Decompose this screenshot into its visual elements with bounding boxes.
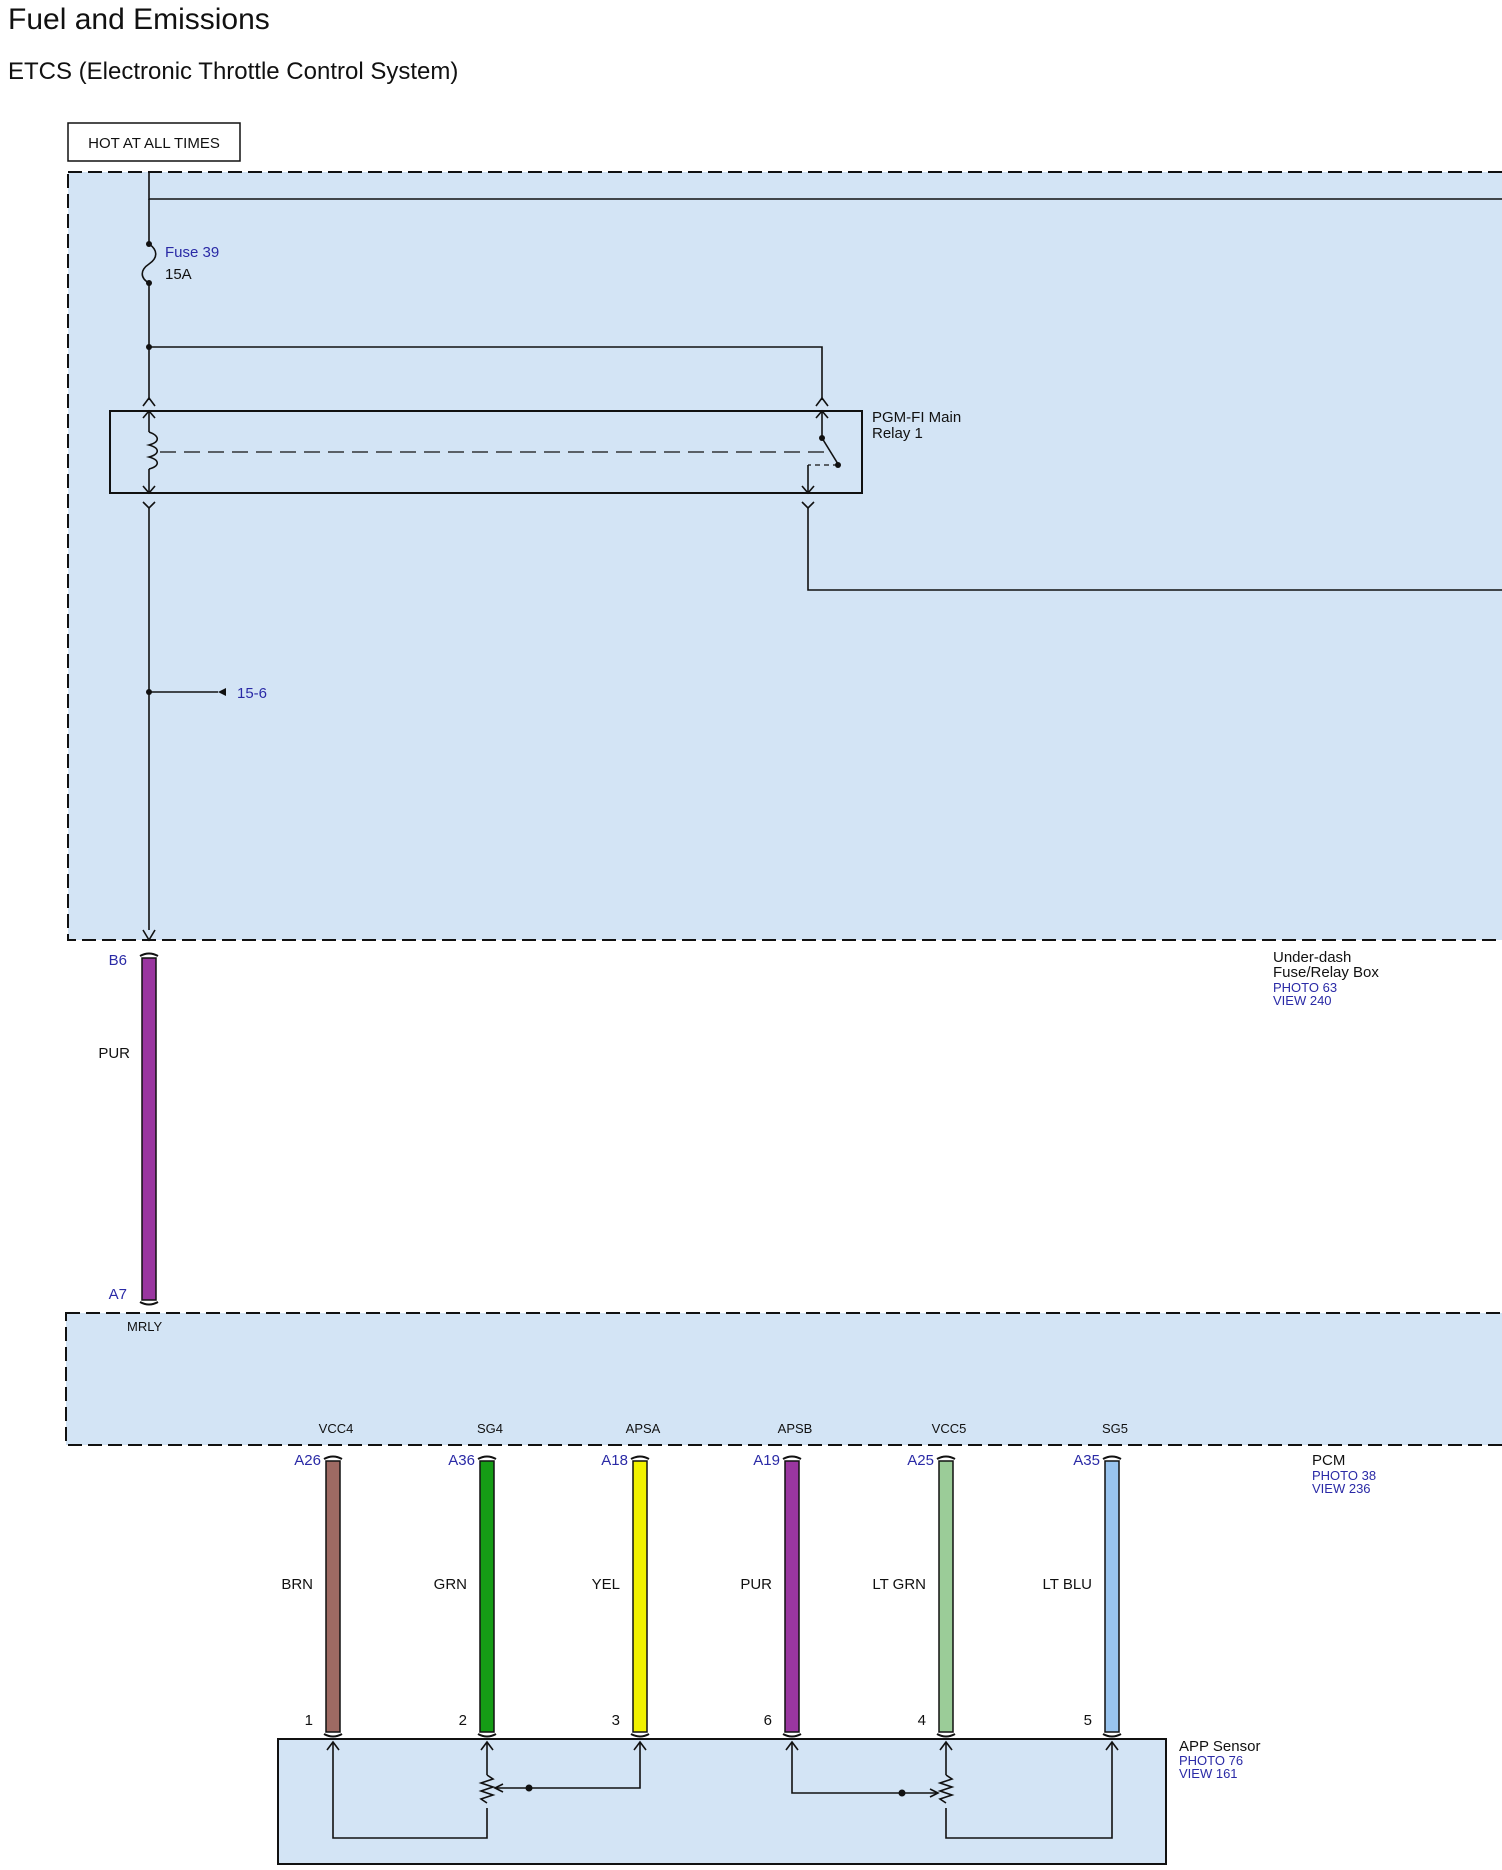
app-sensor-photo: PHOTO 76 [1179, 1753, 1243, 1768]
app-sensor-internal-circuit [326, 1740, 1119, 1839]
pcm-view: VIEW 236 [1312, 1481, 1371, 1496]
sensor-pin-label: 4 [918, 1712, 926, 1729]
fuse-name: Fuse 39 [165, 244, 219, 261]
pcm-pin-label: A25 [907, 1452, 934, 1469]
pcm-pin-label: A35 [1073, 1452, 1100, 1469]
under-dash-view: VIEW 240 [1273, 993, 1332, 1008]
under-dash-name-line1: Under-dash [1273, 949, 1351, 966]
reference-arrow-icon [218, 688, 226, 696]
pcm-pin-label: A18 [601, 1452, 628, 1469]
wire-color-label: YEL [592, 1576, 620, 1593]
reference-label: 15-6 [237, 685, 267, 702]
relay-coil-icon [145, 431, 159, 470]
wire-grn [479, 1460, 495, 1733]
pcm-signal-label: SG4 [477, 1421, 503, 1436]
pcm-pin-label: A26 [294, 1452, 321, 1469]
power-source-label: HOT AT ALL TIMES [88, 135, 220, 152]
relay-name-line1: PGM-FI Main [872, 409, 961, 426]
under-dash-fuse-relay-box [67, 171, 1502, 941]
pcm-pin-label: A36 [448, 1452, 475, 1469]
sensor-pin-label: 6 [764, 1712, 772, 1729]
sensor-pin-label: 1 [305, 1712, 313, 1729]
relay-terminal-mark [142, 396, 156, 407]
pgm-fi-main-relay-1 [109, 410, 863, 494]
wire-color-label: GRN [434, 1576, 467, 1593]
pur-wire-color: PUR [98, 1045, 130, 1062]
section-title: Fuel and Emissions [8, 3, 270, 36]
wire-lt-grn [938, 1460, 954, 1733]
pcm-signal-label: VCC5 [932, 1421, 967, 1436]
wire-color-label: LT BLU [1043, 1576, 1092, 1593]
system-title: ETCS (Electronic Throttle Control System… [8, 58, 458, 85]
relay-output-wire [807, 508, 1502, 591]
pcm-signal-label: SG5 [1102, 1421, 1128, 1436]
relay-terminal-mark [815, 396, 829, 407]
pcm-signal-label: APSA [626, 1421, 661, 1436]
pur-wire-bottom-pin: A7 [109, 1286, 127, 1303]
wire-pur [784, 1460, 800, 1733]
wire-color-label: PUR [740, 1576, 772, 1593]
pcm-box [65, 1312, 1502, 1446]
fuse-rating: 15A [165, 266, 192, 283]
under-dash-photo: PHOTO 63 [1273, 980, 1337, 995]
wire-color-label: LT GRN [872, 1576, 926, 1593]
pcm-signal-mrly: MRLY [127, 1319, 162, 1334]
sensor-pin-label: 5 [1084, 1712, 1092, 1729]
pur-wire-top-pin: B6 [109, 952, 127, 969]
app-sensor-name: APP Sensor [1179, 1738, 1260, 1755]
wire-brn [325, 1460, 341, 1733]
pcm-photo: PHOTO 38 [1312, 1468, 1376, 1483]
relay-switch-contact [821, 437, 839, 465]
pcm-pin-label: A19 [753, 1452, 780, 1469]
power-source-box [67, 122, 241, 162]
fuse-symbol [141, 243, 157, 284]
sensor-pin-label: 2 [459, 1712, 467, 1729]
potentiometer-2-icon [937, 1774, 955, 1804]
sensor-pin-label: 3 [612, 1712, 620, 1729]
under-dash-name-line2: Fuse/Relay Box [1273, 964, 1379, 981]
pcm-signal-label: VCC4 [319, 1421, 354, 1436]
wire-color-label: BRN [281, 1576, 313, 1593]
pcm-name: PCM [1312, 1452, 1345, 1469]
relay-name-line2: Relay 1 [872, 425, 923, 442]
potentiometer-1-icon [478, 1774, 496, 1804]
pcm-signal-label: APSB [778, 1421, 813, 1436]
wire-lt-blu [1104, 1460, 1120, 1733]
app-sensor-view: VIEW 161 [1179, 1766, 1238, 1781]
pur-wire [141, 957, 157, 1301]
wire-yel [632, 1460, 648, 1733]
app-sensor-box [277, 1738, 1167, 1865]
